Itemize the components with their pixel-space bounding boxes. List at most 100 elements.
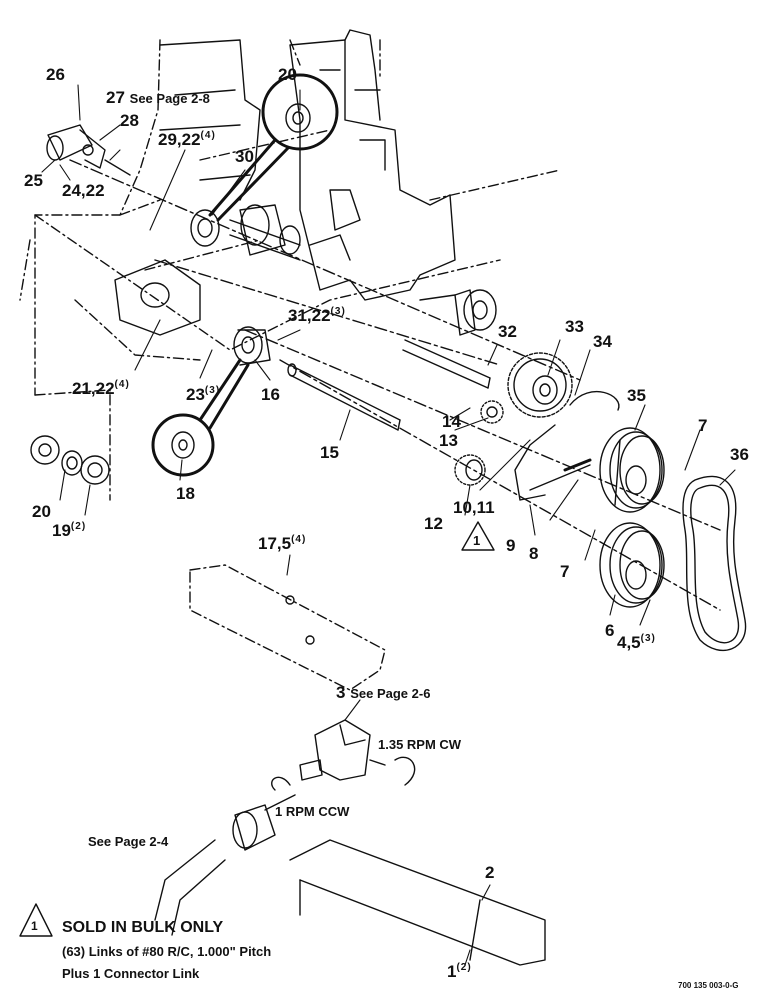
callout-24-22: 24,22 [62,181,105,200]
sprocket-13 [480,400,504,424]
callout-20-top: 20 [278,65,297,84]
lower-frame-rail [289,839,546,966]
gearbox [299,719,386,781]
callout-29-22: 29,22(4) [158,130,216,149]
callout-3-number: 3 [336,683,346,702]
callout-6: 6 [605,621,615,640]
u-joint [46,124,131,176]
detail-pointer [208,138,277,217]
bearing-kit-19-20 [30,435,110,485]
callout-2: 2 [485,863,495,882]
sheave-35 [599,427,665,513]
callout-21-22: 21,22(4) [72,379,130,398]
callout-30: 30 [235,147,254,166]
callout-19: 19(2) [52,521,87,540]
input-driveline [154,794,296,936]
callout-13: 13 [439,431,458,450]
callout-27-number: 27 [106,88,125,107]
callout-35: 35 [627,386,646,405]
callout-17-5-qty: (4) [291,534,307,545]
callout-21-22-number: 21,22 [72,379,115,398]
shaft-centerline [69,159,581,381]
note-ref-symbol: 1 [473,533,481,548]
callout-19-qty: (2) [70,521,87,532]
v-belt-36 [682,475,747,651]
shaft-15 [287,363,401,431]
roller-chain [514,390,620,501]
see-page-2-4: See Page 2-4 [88,834,169,849]
callout-14: 14 [442,412,461,431]
callout-29-22-qty: (4) [200,130,216,141]
callout-23-qty: (3) [204,385,221,396]
callout-17-5: 17,5(4) [258,534,307,553]
detail-pointer [216,146,290,222]
callout-31-22: 31,22(3) [288,306,346,325]
callout-1-qty: (2) [456,962,472,973]
callout-29-22-number: 29,22 [158,130,201,149]
callout-1-number: 1 [447,962,457,981]
detail-pointer [208,363,250,430]
callout-20-low: 20 [32,502,51,521]
bearing-30 [190,209,220,247]
detail-circle-18 [151,413,215,477]
bearing-plate-21 [114,259,201,336]
callout-27-reference: See Page 2-8 [129,91,210,106]
callout-4-5-number: 4,5 [617,633,641,652]
callout-4-5: 4,5(3) [617,633,656,652]
upper-left-frame [159,39,261,201]
callout-28: 28 [120,111,139,130]
callout-12: 12 [424,514,443,533]
callout-9: 9 [506,536,516,555]
callout-21-22-qty: (4) [114,379,130,390]
note-line-1: (63) Links of #80 R/C, 1.000" Pitch [62,944,272,959]
callout-10-11: 10,11 [453,498,495,517]
support-plate [189,564,386,691]
note-line-2: Plus 1 Connector Link [62,966,200,981]
callout-18: 18 [176,484,195,503]
rpm-cw-label: 1.35 RPM CW [378,737,462,752]
shaft-centerline [244,329,721,531]
cross-shaft [229,204,301,261]
sprocket-12 [454,454,486,486]
detail-circle-20 [261,73,339,151]
shaft-centerline [154,259,501,366]
callout-34: 34 [593,332,612,351]
callout-25: 25 [24,171,43,190]
callout-36: 36 [730,445,749,464]
callout-33: 33 [565,317,584,336]
callout-26: 26 [46,65,65,84]
note-triangle-ref [461,521,495,551]
callout-32: 32 [498,322,517,341]
rotation-arrow-cw [394,756,416,786]
callout-8: 8 [529,544,539,563]
callout-3: 3 See Page 2-6 [336,684,430,701]
callout-7-top: 7 [698,416,708,435]
bearing-16 [233,326,271,366]
callout-27: 27 See Page 2-8 [106,89,210,106]
callout-4-5-qty: (3) [640,633,656,644]
callout-15: 15 [320,443,339,462]
right-hub [419,289,497,336]
leader-lines [41,84,736,966]
callout-7-low: 7 [560,562,570,581]
rotation-arrow-ccw [271,776,291,791]
sprocket-33 [507,352,573,418]
note-triangle [19,903,53,937]
callout-31-22-number: 31,22 [288,306,331,325]
callout-31-22-qty: (3) [330,306,346,317]
detail-pointer [198,358,242,422]
callout-23: 23(3) [186,385,221,404]
side-frame-plate [289,29,456,301]
callout-3-reference: See Page 2-6 [350,686,431,701]
callout-19-number: 19 [52,521,71,540]
main-frame [19,39,561,501]
shaft-centerline [279,359,721,611]
shaft-32 [402,339,491,389]
figure-id: 700 135 003-0-G [678,981,739,990]
sheave-6 [599,522,665,608]
rpm-ccw-label: 1 RPM CCW [275,804,350,819]
callout-16: 16 [261,385,280,404]
callout-23-number: 23 [186,385,205,404]
